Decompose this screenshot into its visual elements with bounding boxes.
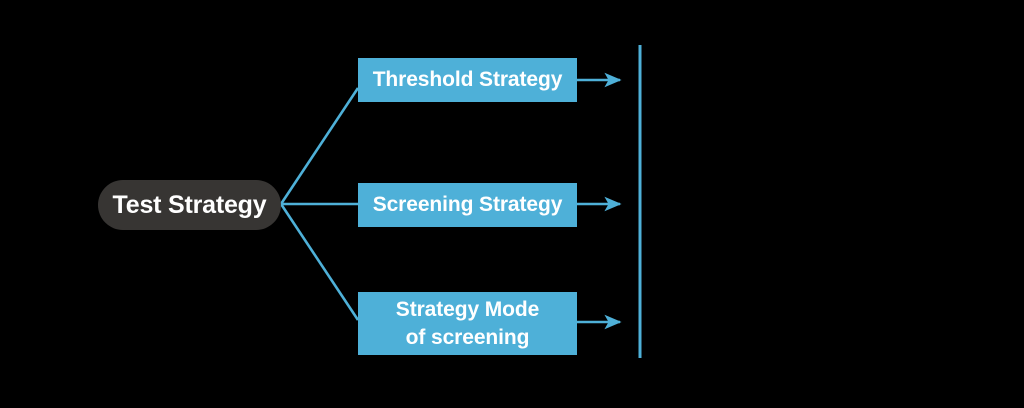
connector-root-to-threshold — [279, 87, 360, 205]
connector-root-to-strategy-mode — [279, 203, 360, 321]
node-screening-strategy[interactable]: Screening Strategy — [358, 183, 577, 227]
node-strategy-mode-line1: Strategy Mode — [395, 297, 540, 321]
node-strategy-mode-line2: of screening — [405, 325, 530, 349]
node-test-strategy[interactable]: Test Strategy — [98, 180, 281, 230]
node-threshold-strategy[interactable]: Threshold Strategy — [358, 58, 577, 102]
node-strategy-mode-of-screening-label: Strategy Mode of screening — [395, 296, 540, 351]
node-threshold-strategy-label: Threshold Strategy — [372, 68, 563, 92]
node-test-strategy-label: Test Strategy — [112, 190, 267, 219]
node-strategy-mode-of-screening[interactable]: Strategy Mode of screening — [358, 292, 577, 355]
node-screening-strategy-label: Screening Strategy — [372, 193, 563, 217]
